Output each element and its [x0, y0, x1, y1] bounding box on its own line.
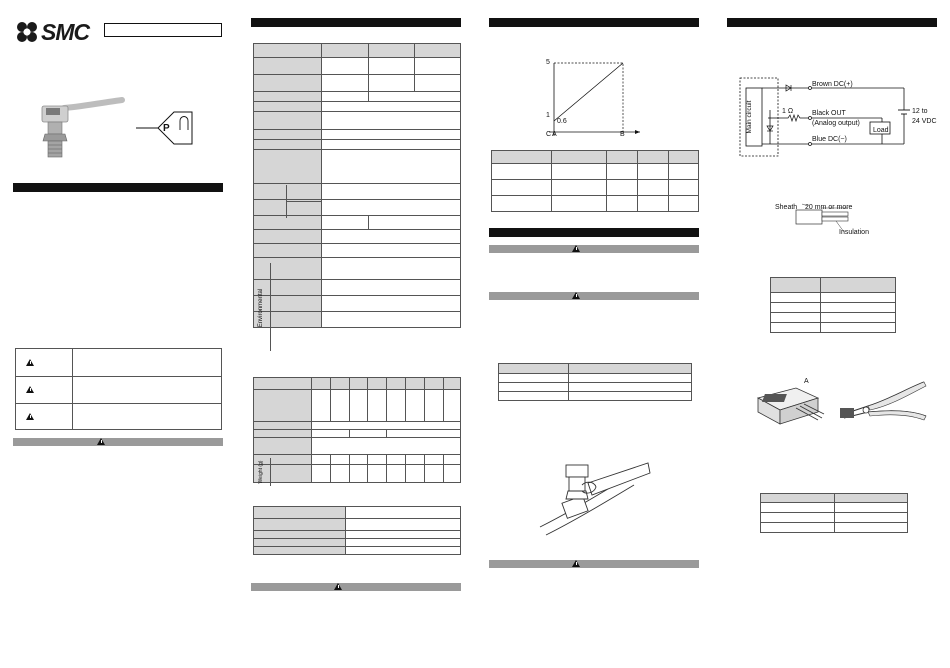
warning-triangle-icon — [334, 583, 342, 590]
danger-icon — [26, 359, 34, 366]
caution-bar — [13, 438, 223, 446]
caution-icon — [26, 413, 34, 420]
graph-x-offset-label: 0.6 — [557, 118, 567, 125]
graph-x-label-c: C — [546, 131, 552, 138]
warning-triangle-icon — [97, 438, 105, 445]
cable-strip-diagram — [795, 203, 849, 233]
section-header-bar — [489, 228, 699, 237]
smc-logo-mark-icon — [17, 22, 37, 42]
caution-bar — [489, 560, 699, 568]
section-header-bar — [251, 18, 461, 27]
supply-voltage-label-2: 24 VDC — [912, 118, 937, 125]
document-number-box — [104, 23, 222, 37]
specification-table — [252, 43, 462, 328]
analog-output-label: (Analog output) — [812, 120, 860, 127]
caution-bar — [251, 583, 461, 591]
output-table — [491, 150, 699, 212]
black-wire-label: Black OUT — [812, 110, 846, 117]
section-header-bar — [489, 18, 699, 27]
warning-icon — [26, 386, 34, 393]
connector-label-a: A — [804, 378, 809, 385]
section-header-bar — [13, 183, 223, 192]
pressure-switch-symbol-icon — [136, 111, 193, 145]
analog-output-graph — [549, 62, 640, 136]
load-label: Load — [873, 127, 889, 134]
wrench-mounting-illustration — [539, 462, 651, 536]
insulation-label: Insulation — [839, 229, 869, 236]
smc-logo-text: SMC — [41, 19, 90, 45]
graph-x-label-a: A — [552, 131, 557, 138]
warning-triangle-icon — [572, 292, 580, 299]
graph-y-min-label: 1 — [546, 112, 550, 119]
graph-x-label-b: B — [620, 131, 625, 138]
blue-wire-label: Blue DC(−) — [812, 136, 847, 143]
weight-side-label: Weight (g) — [258, 460, 264, 484]
accessories-table — [253, 506, 461, 555]
warning-triangle-icon — [572, 560, 580, 567]
supply-voltage-label-1: 12 to — [912, 108, 928, 115]
connector-parts-table — [760, 493, 908, 533]
caution-bar — [489, 292, 699, 300]
resistor-label: 1 Ω — [782, 108, 794, 115]
tightening-torque-table — [498, 363, 692, 401]
sheath-label: Sheath — [775, 204, 798, 211]
section-header-bar — [727, 18, 937, 27]
connector-illustration — [756, 387, 825, 425]
strip-length-label: 20 mm or more — [805, 204, 853, 211]
pressure-sensor-photo — [41, 97, 125, 158]
wire-color-table — [770, 277, 896, 333]
crimping-pliers-illustration — [840, 381, 927, 421]
wiring-circuit-diagram — [739, 77, 910, 157]
brown-wire-label: Brown DC(+) — [812, 81, 853, 88]
smc-logo: SMC — [14, 20, 104, 44]
pressure-symbol-letter: P — [163, 123, 170, 134]
safety-instructions-table — [15, 348, 222, 430]
main-circuit-label: Main circuit — [746, 100, 753, 134]
weight-table — [253, 377, 462, 483]
environmental-side-label: Environmental — [258, 288, 264, 328]
graph-y-max-label: 5 — [546, 59, 550, 66]
warning-bar — [489, 245, 699, 253]
warning-triangle-icon — [572, 245, 580, 252]
